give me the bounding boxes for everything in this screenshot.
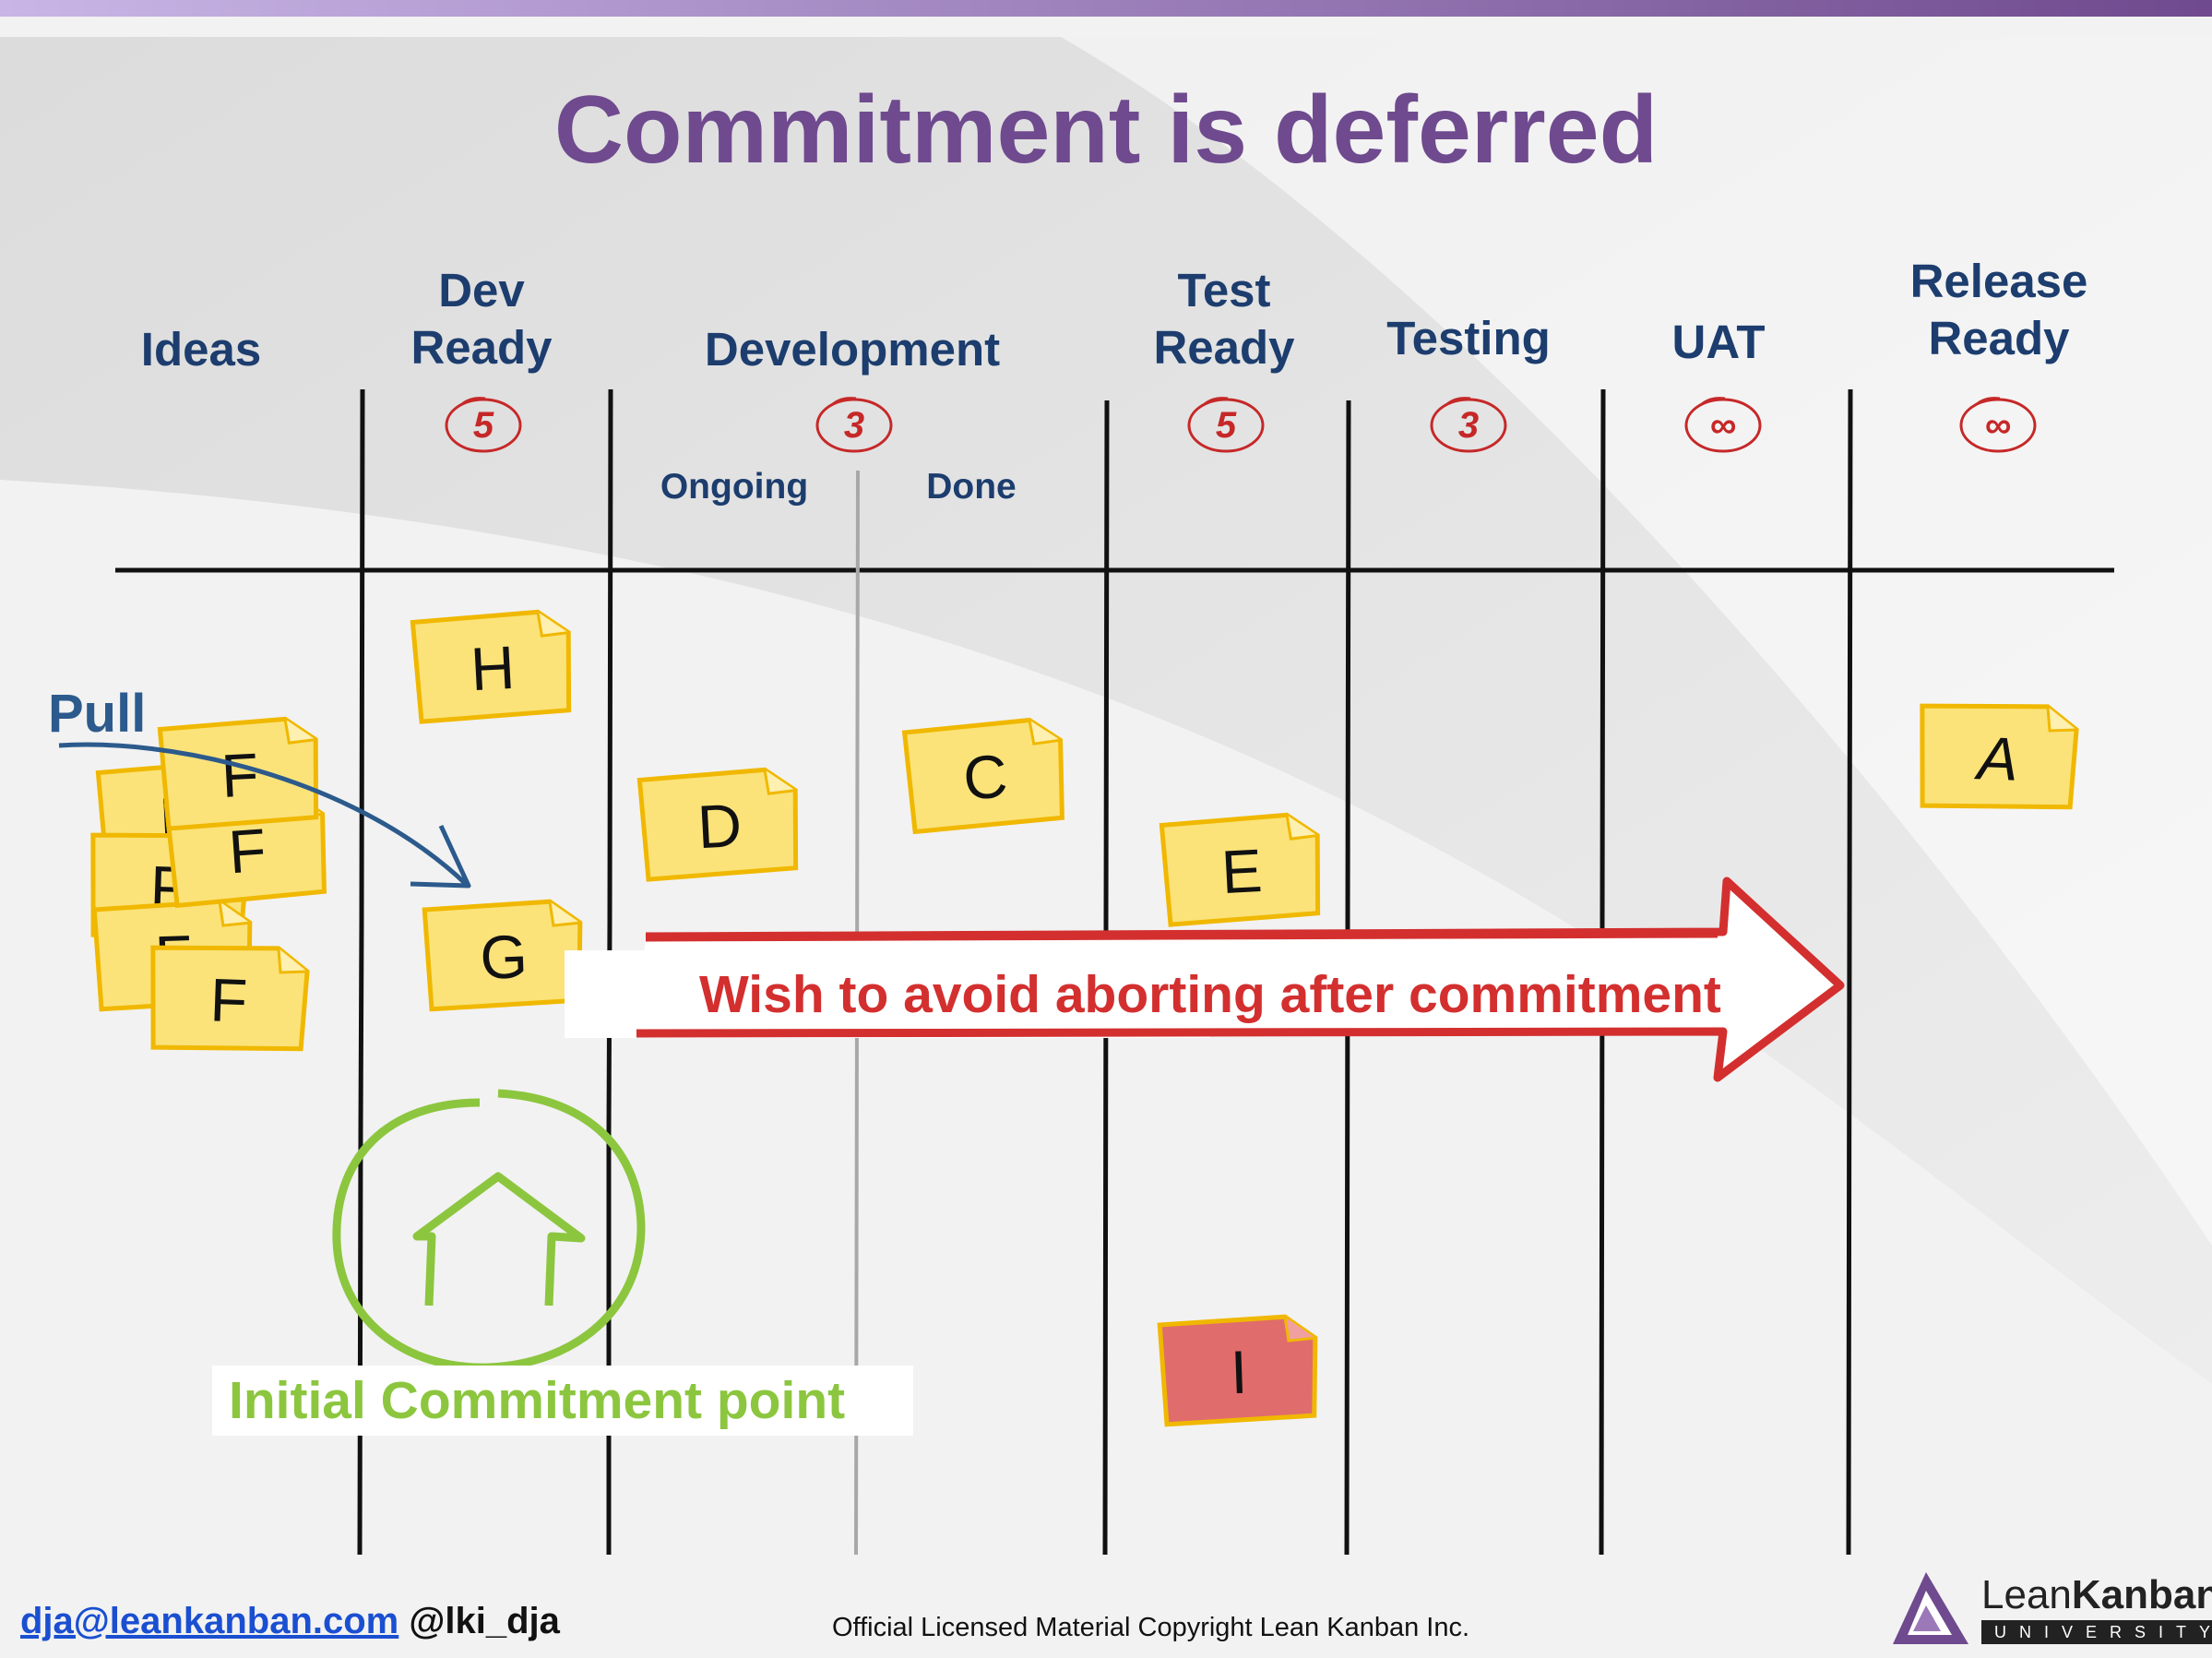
page-title: Commitment is deferred — [553, 77, 1659, 184]
column-divider — [1599, 388, 1606, 1556]
wip-limit-testing: 3 — [1429, 395, 1508, 454]
commitment-point-label: Initial Commitment point — [229, 1371, 846, 1430]
sub-header-ongoing: Ongoing — [660, 467, 809, 507]
logo-word-lean: Lean — [1981, 1572, 2072, 1617]
column-header-ideas: Ideas — [140, 323, 262, 376]
logo-word-kanban: Kanban — [2071, 1572, 2212, 1617]
idea-card[interactable]: F — [146, 940, 312, 1056]
commitment-arrow-shape — [636, 877, 1845, 1082]
column-header-testing: Testing — [1386, 312, 1551, 364]
top-accent-bar — [0, 0, 2212, 17]
wip-limit-development: 3 — [815, 395, 894, 454]
column-divider — [357, 388, 365, 1556]
card-d[interactable]: D — [636, 764, 803, 883]
footer-handle: @lki_dja — [409, 1601, 560, 1641]
card-i[interactable]: I — [1156, 1312, 1322, 1428]
card-a[interactable]: A — [1915, 698, 2081, 815]
wip-limit-release-ready: ∞ — [1958, 395, 2038, 454]
footer-contact: dja@leankanban.com @lki_dja — [20, 1601, 560, 1642]
wip-limit-dev-ready: 5 — [444, 395, 523, 454]
commitment-label-backing — [212, 1366, 913, 1436]
card-h[interactable]: H — [409, 606, 577, 725]
card-c[interactable]: C — [900, 714, 1070, 836]
card-g[interactable]: G — [421, 897, 587, 1013]
column-header-development: Development — [704, 323, 1001, 376]
column-divider — [1846, 388, 1853, 1556]
column-header-uat: UAT — [1671, 316, 1766, 368]
commitment-arrow-label: Wish to avoid aborting after commitment — [699, 965, 1721, 1024]
column-divider — [1344, 400, 1351, 1556]
card-e[interactable]: E — [1158, 809, 1326, 928]
logo-mark-icon — [1893, 1572, 1968, 1644]
wip-limit-test-ready: 5 — [1186, 395, 1266, 454]
pull-label: Pull — [48, 684, 147, 744]
logo: LeanKanban UNIVERSITY — [1889, 1569, 2212, 1652]
wip-limit-uat: ∞ — [1683, 395, 1763, 454]
logo-sub: UNIVERSITY — [1981, 1620, 2212, 1644]
footer-email-link[interactable]: dja@leankanban.com — [20, 1601, 399, 1641]
footer-copyright: Official Licensed Material Copyright Lea… — [832, 1613, 1470, 1642]
column-divider — [1102, 400, 1110, 1556]
background-highlight — [1061, 37, 2212, 1246]
sub-header-done: Done — [926, 467, 1017, 507]
